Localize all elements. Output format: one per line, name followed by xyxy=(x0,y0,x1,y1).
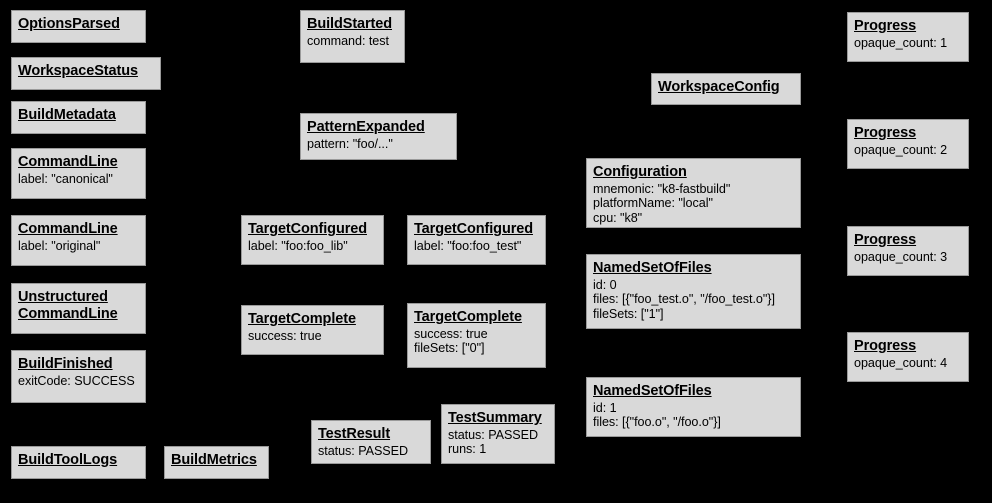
node-workspace-config[interactable]: WorkspaceConfig xyxy=(651,73,801,105)
node-title: Progress xyxy=(854,338,917,354)
node-field: id: 1 xyxy=(593,400,617,415)
node-title: Progress xyxy=(854,18,917,34)
node-fields: exitCode: SUCCESS xyxy=(18,374,139,389)
node-workspace-status[interactable]: WorkspaceStatus xyxy=(11,57,161,90)
node-title: BuildToolLogs xyxy=(18,452,118,468)
node-fields: label: "foo:foo_lib" xyxy=(248,239,377,254)
node-fields: label: "foo:foo_test" xyxy=(414,239,539,254)
node-title: PatternExpanded xyxy=(307,119,425,135)
node-fields: opaque_count: 4 xyxy=(854,356,962,371)
node-title: BuildStarted xyxy=(307,16,393,32)
node-title: WorkspaceConfig xyxy=(658,79,780,95)
node-options-parsed[interactable]: OptionsParsed xyxy=(11,10,146,43)
node-field: id: 0 xyxy=(593,277,617,292)
node-build-metrics[interactable]: BuildMetrics xyxy=(164,446,269,479)
node-fields: success: true xyxy=(248,329,377,344)
node-field: files: [{"foo.o", "/foo.o"}] xyxy=(593,415,721,430)
node-fields: command: test xyxy=(307,34,398,49)
node-title: TargetConfigured xyxy=(248,221,367,237)
node-field: label: "original" xyxy=(18,238,101,253)
node-fields: status: PASSED xyxy=(318,444,424,459)
node-field: exitCode: SUCCESS xyxy=(18,373,135,388)
node-title: WorkspaceStatus xyxy=(18,63,138,79)
node-field: cpu: "k8" xyxy=(593,211,643,225)
node-field: status: PASSED xyxy=(318,443,409,458)
node-fields: opaque_count: 3 xyxy=(854,250,962,265)
node-build-metadata[interactable]: BuildMetadata xyxy=(11,101,146,134)
node-field: fileSets: ["0"] xyxy=(414,341,485,356)
node-title: NamedSetOfFiles xyxy=(593,260,712,276)
node-field: success: true xyxy=(248,328,322,343)
node-title: CommandLine xyxy=(18,221,118,237)
node-field: opaque_count: 1 xyxy=(854,35,948,50)
node-fields: opaque_count: 1 xyxy=(854,36,962,51)
node-unstructured-command-line[interactable]: Unstructured CommandLine xyxy=(11,283,146,334)
node-fields: label: "canonical" xyxy=(18,172,139,187)
node-field: label: "canonical" xyxy=(18,171,113,186)
node-title: Progress xyxy=(854,125,917,141)
node-title: Progress xyxy=(854,232,917,248)
node-title: BuildMetadata xyxy=(18,107,116,123)
node-fields: label: "original" xyxy=(18,239,139,254)
node-field: command: test xyxy=(307,33,389,48)
node-field: label: "foo:foo_test" xyxy=(414,238,522,253)
node-field: files: [{"foo_test.o", "/foo_test.o"}] xyxy=(593,292,775,307)
node-field: fileSets: ["1"] xyxy=(593,307,664,321)
node-title: BuildMetrics xyxy=(171,452,257,468)
node-fields: mnemonic: "k8-fastbuild"platformName: "l… xyxy=(593,182,794,226)
node-fields: opaque_count: 2 xyxy=(854,143,962,158)
node-field: platformName: "local" xyxy=(593,196,713,211)
node-field: status: PASSED xyxy=(448,427,539,442)
node-field: mnemonic: "k8-fastbuild" xyxy=(593,181,731,196)
node-title: TargetComplete xyxy=(248,311,356,327)
node-field: opaque_count: 3 xyxy=(854,249,948,264)
node-title: CommandLine xyxy=(18,154,118,170)
node-fields: pattern: "foo/..." xyxy=(307,137,450,152)
node-title: TargetComplete xyxy=(414,309,522,325)
node-title: BuildFinished xyxy=(18,356,113,372)
node-title: TestSummary xyxy=(448,410,542,426)
node-field: success: true xyxy=(414,326,488,341)
node-title: TestResult xyxy=(318,426,391,442)
node-field: pattern: "foo/..." xyxy=(307,136,393,151)
node-title: OptionsParsed xyxy=(18,16,120,32)
node-title: NamedSetOfFiles xyxy=(593,383,712,399)
node-title: TargetConfigured xyxy=(414,221,533,237)
node-field: opaque_count: 2 xyxy=(854,142,948,157)
node-field: runs: 1 xyxy=(448,442,487,457)
node-title: Configuration xyxy=(593,164,687,180)
node-field: opaque_count: 4 xyxy=(854,355,948,370)
node-field: label: "foo:foo_lib" xyxy=(248,238,348,253)
node-build-tool-logs[interactable]: BuildToolLogs xyxy=(11,446,146,479)
node-title: Unstructured CommandLine xyxy=(18,289,118,322)
